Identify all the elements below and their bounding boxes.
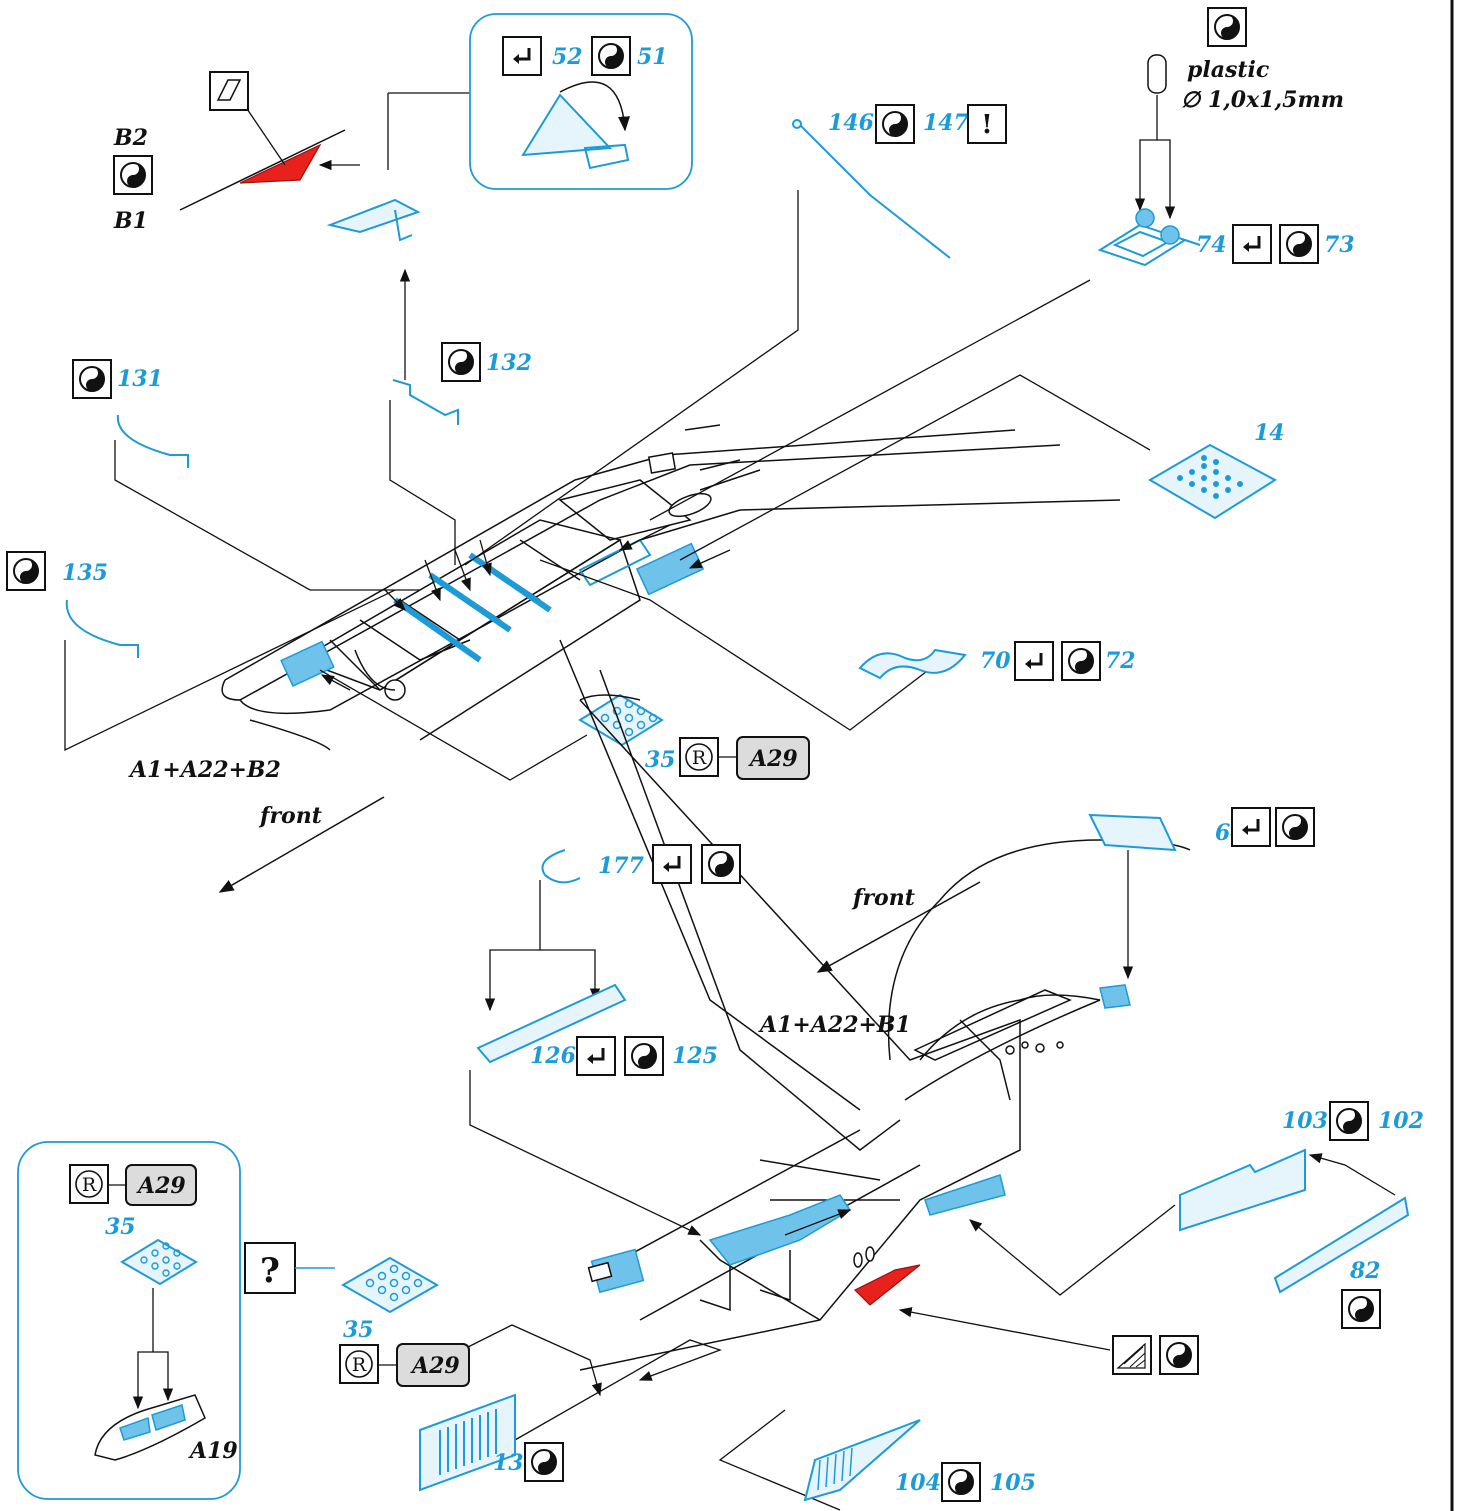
- label-a19: A19: [188, 1438, 238, 1464]
- label-74: 74: [1196, 232, 1227, 258]
- yin-yang-icon: [1329, 1101, 1369, 1141]
- assembly-label-bottom: A1+A22+B1: [758, 1012, 911, 1038]
- yin-yang-icon: [441, 342, 481, 382]
- front-label-top: front: [258, 803, 322, 829]
- detail-box-52-51: 52 51: [469, 13, 693, 190]
- pe-part-135: [65, 599, 139, 658]
- label-a29-top: A29: [748, 746, 798, 772]
- bend-arrow-icon: [575, 1035, 617, 1077]
- label-35-top: 35: [645, 747, 676, 773]
- label-82: 82: [1349, 1258, 1381, 1284]
- label-126: 126: [530, 1043, 576, 1069]
- label-b2: B2: [113, 125, 148, 151]
- bottom-leader-lines: [431, 850, 1396, 1511]
- label-132: 132: [486, 350, 532, 376]
- pe-mesh-35-bottom: [340, 1256, 440, 1314]
- bend-arrow-icon: [651, 843, 693, 885]
- pe-grille-13: [419, 1393, 516, 1492]
- label-72: 72: [1105, 648, 1136, 674]
- pe-part-177: [541, 849, 581, 884]
- label-plastic: plastic: [1187, 57, 1270, 83]
- pe-grille-14: [1148, 443, 1277, 520]
- assembly-label-top: A1+A22+B2: [128, 757, 281, 783]
- pe-rod-146: [794, 119, 951, 259]
- question-text: ?: [260, 1251, 280, 1291]
- pe-part-131: [116, 414, 189, 468]
- label-135: 135: [62, 560, 108, 586]
- part-a29-box: [396, 1343, 470, 1387]
- pe-mesh-35-top: [578, 693, 664, 747]
- pe-part-64: [1088, 813, 1177, 852]
- label-103: 103: [1282, 1108, 1328, 1134]
- yin-yang-icon: [941, 1462, 981, 1502]
- exclamation-icon: !: [967, 104, 1007, 144]
- label-104: 104: [895, 1470, 941, 1496]
- label-102: 102: [1378, 1108, 1424, 1134]
- bend-arrow-icon: [1013, 640, 1055, 682]
- bend-arrow-icon: [1231, 223, 1273, 265]
- yin-yang-icon: [1207, 7, 1247, 47]
- label-plastic-dim: ∅ 1,0x1,5mm: [1181, 87, 1344, 113]
- label-70: 70: [980, 648, 1011, 674]
- top-leader-lines: [64, 92, 1151, 781]
- question-mark-icon: ?: [244, 1242, 296, 1294]
- label-73: 73: [1324, 232, 1355, 258]
- yin-yang-icon: [591, 36, 631, 76]
- yin-yang-icon: [6, 551, 46, 591]
- yin-yang-icon: [1275, 807, 1315, 847]
- label-35-inset: 35: [105, 1214, 136, 1240]
- pe-part-104: [803, 1419, 921, 1502]
- pe-part-103: [1179, 1148, 1306, 1232]
- pe-part-132: [392, 379, 459, 425]
- inset-box-a19: A29 35 A19: [17, 1141, 241, 1500]
- paint-panel-icon: [209, 71, 249, 111]
- label-51: 51: [637, 44, 668, 70]
- label-a29-inset: A29: [136, 1173, 186, 1199]
- yin-yang-icon: [875, 104, 915, 144]
- label-14: 14: [1254, 420, 1285, 446]
- plastic-rod: [1147, 54, 1167, 94]
- label-35-bottom: 35: [343, 1317, 374, 1343]
- pe-part-74: [1097, 208, 1201, 267]
- front-label-bottom: front: [851, 885, 915, 911]
- registered-r-icon: [69, 1164, 109, 1204]
- registered-r-icon: [339, 1344, 379, 1384]
- hatched-panel-icon: [1112, 1335, 1152, 1375]
- label-b1: B1: [113, 208, 148, 234]
- front-arrow-bottom: [816, 881, 981, 973]
- pe-part-82: [1273, 1196, 1410, 1294]
- yin-yang-icon: [1061, 641, 1101, 681]
- bend-arrow-icon: [501, 35, 543, 77]
- yin-yang-icon: [1159, 1335, 1199, 1375]
- pe-part-70: [858, 648, 967, 680]
- label-147: 147: [923, 110, 970, 136]
- pe-part-52: [326, 198, 421, 234]
- yin-yang-icon: [1279, 224, 1319, 264]
- part-a29-box: [125, 1164, 197, 1206]
- exclamation-text: !: [981, 110, 992, 140]
- yin-yang-icon: [1341, 1289, 1381, 1329]
- label-177: 177: [598, 853, 645, 879]
- part-a29-box: [736, 736, 810, 780]
- registered-r-icon: [679, 737, 719, 777]
- front-arrow-top: [218, 796, 385, 893]
- label-105: 105: [990, 1470, 1036, 1496]
- label-52: 52: [552, 44, 583, 70]
- yin-yang-icon: [113, 155, 153, 195]
- yin-yang-icon: [72, 359, 112, 399]
- label-146: 146: [828, 110, 874, 136]
- yin-yang-icon: [624, 1036, 664, 1076]
- label-131: 131: [117, 366, 163, 392]
- yin-yang-icon: [701, 844, 741, 884]
- pe-part-126: [476, 983, 627, 1064]
- red-flap-part: [179, 71, 346, 211]
- bend-arrow-icon: [1230, 806, 1272, 848]
- label-13: 13: [493, 1450, 524, 1476]
- yin-yang-icon: [524, 1442, 564, 1482]
- label-125: 125: [672, 1043, 718, 1069]
- label-a29-bottom: A29: [410, 1353, 460, 1379]
- upper-fuselage-drawing: [221, 424, 1121, 751]
